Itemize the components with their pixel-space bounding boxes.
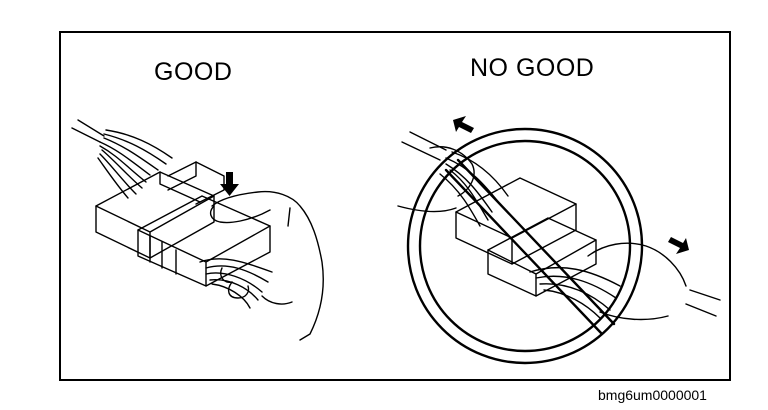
no-good-label: NO GOOD	[470, 54, 595, 82]
lock-tab	[167, 161, 225, 205]
double-arrow-icon	[453, 116, 689, 254]
prohibition-sign-icon	[406, 127, 644, 365]
wire-bundle-left	[97, 129, 173, 199]
good-label: GOOD	[154, 58, 233, 86]
illustration-frame	[59, 31, 731, 381]
arrow-down-icon	[220, 172, 239, 196]
hand-no-good-right	[587, 242, 721, 321]
wire-bundle-right	[199, 258, 273, 309]
male-connector	[137, 195, 271, 287]
wire-sheath-left	[71, 119, 105, 143]
figure-code: bmg6um0000001	[598, 387, 707, 403]
hand-no-good-left	[397, 146, 475, 213]
hand-good	[211, 190, 324, 341]
